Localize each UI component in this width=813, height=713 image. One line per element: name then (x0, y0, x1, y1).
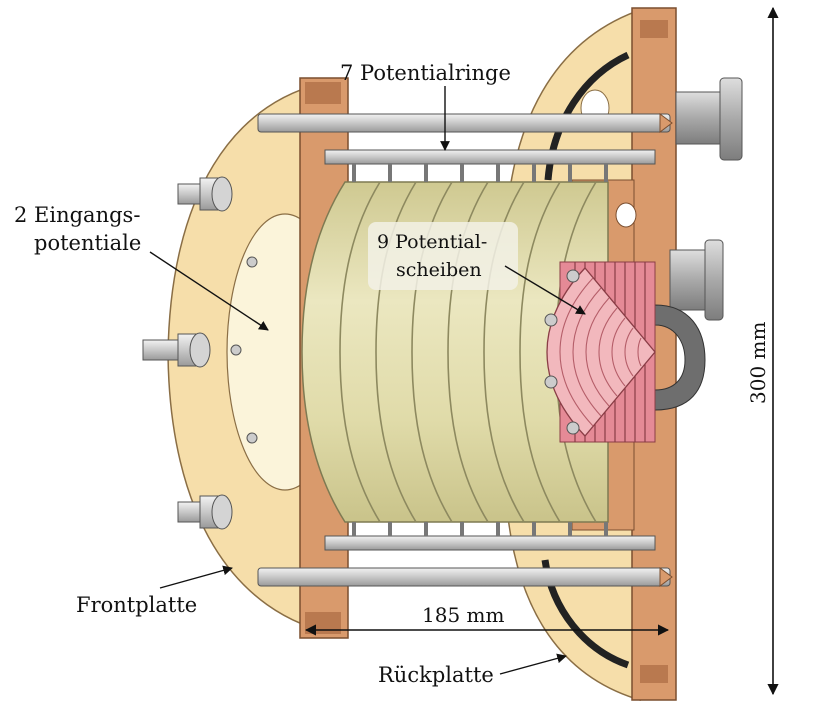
ring-rail-posts-bottom (352, 522, 608, 536)
bolt-middle (142, 332, 211, 368)
label-front-plate: Frontplatte (76, 593, 197, 617)
discs-label-box (368, 222, 518, 290)
label-potential-discs-line2: scheiben (396, 259, 482, 281)
vacuum-port-top (675, 77, 743, 161)
label-input-potentials-line1: 2 Eingangs- (14, 203, 140, 227)
discs-leader (504, 265, 586, 315)
label-potential-rings: 7 Potentialringe (340, 61, 511, 85)
ring-rail-posts-top (352, 164, 608, 182)
dimension-length-label: 185 mm (422, 603, 504, 627)
bolt-upper (177, 176, 233, 212)
flange-port-middle (654, 239, 724, 411)
back-leader (499, 653, 567, 675)
leader-lines (149, 86, 586, 675)
front-leader (159, 565, 233, 589)
dimension-height-label: 300 mm (746, 322, 770, 404)
label-input-potentials-line2: potentiale (34, 231, 141, 255)
input-leader (149, 251, 269, 331)
back-plate-copper-notch-top (640, 20, 668, 38)
potential-disc-stack (544, 261, 656, 443)
label-potential-discs-line1: 9 Potential- (377, 231, 487, 253)
tie-rod-top (257, 113, 671, 133)
front-plate-bolts (142, 176, 258, 530)
tie-rods (257, 113, 673, 587)
bolt-lower (177, 494, 233, 530)
tie-rod-bottom (257, 567, 671, 587)
ring-rail-top (324, 149, 656, 165)
disc-cone-rings (559, 277, 642, 427)
ring-rail-bottom (324, 535, 656, 551)
label-back-plate: Rückplatte (378, 663, 494, 687)
back-plate-copper-notch-bottom (640, 665, 668, 683)
